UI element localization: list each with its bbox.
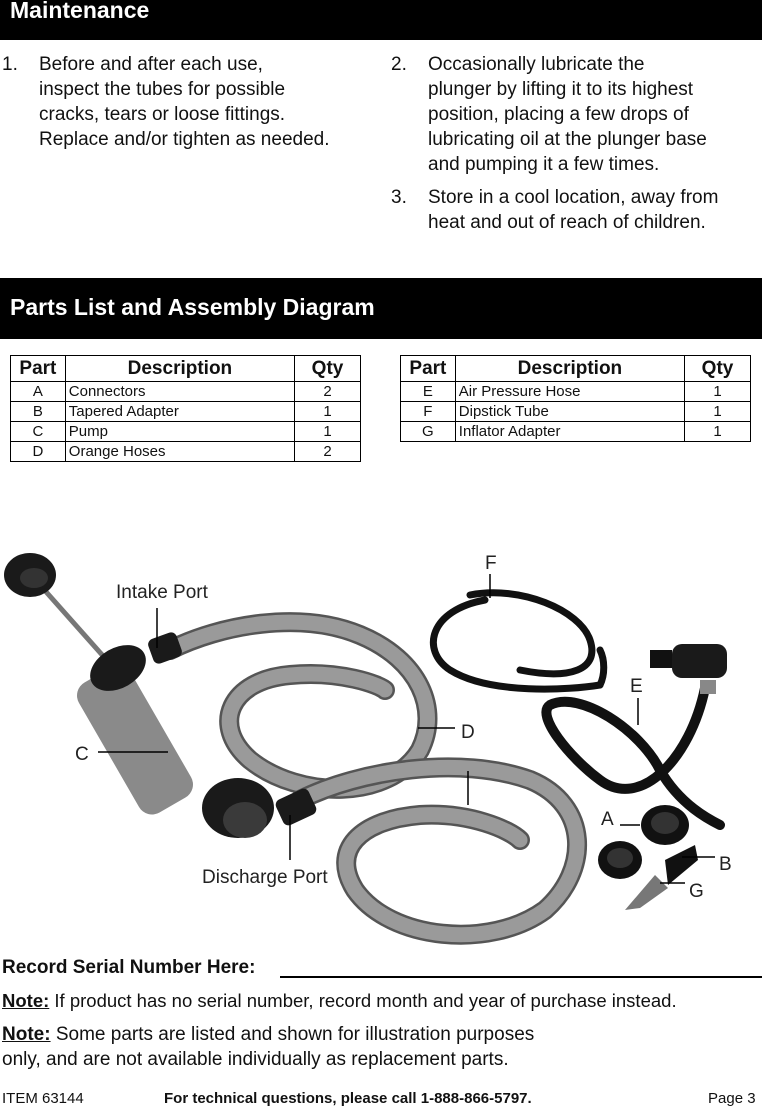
cell-qty: 2 [294,381,361,402]
cell-part: E [400,381,456,402]
cell-part: B [10,401,66,422]
table-row: G Inflator Adapter 1 [400,421,751,442]
table-header-row: Part Description Qty [400,355,751,382]
note-2-continued: only, and are not available individually… [2,1049,509,1070]
col-part: Part [400,355,456,382]
maintenance-header: Maintenance [0,0,762,40]
maintenance-title: Maintenance [10,0,150,23]
note-text: Some parts are listed and shown for illu… [50,1024,535,1045]
table-row: F Dipstick Tube 1 [400,401,751,422]
col-description: Description [64,355,296,382]
assembly-diagram: Intake Port C D F E A B G Discharge Port [4,553,732,945]
step-line: inspect the tubes for possible [39,79,286,100]
label-intake-port: Intake Port [116,582,209,603]
cell-description: Connectors [64,381,296,402]
cell-qty: 1 [294,421,361,442]
note-text: If product has no serial number, record … [49,990,677,1011]
cell-description: Pump [64,421,296,442]
table-row: E Air Pressure Hose 1 [400,381,751,402]
step-line: Store in a cool location, away from [428,187,719,208]
col-qty: Qty [294,355,361,382]
label-F: F [485,553,497,574]
cell-part: C [10,421,66,442]
step-line: Occasionally lubricate the [428,54,645,75]
step-line: position, placing a few drops of [428,104,689,125]
cell-qty: 1 [684,401,751,422]
parts-table-right: Part Description Qty E Air Pressure Hose… [400,355,751,442]
step-text: Store in a cool location, away from heat… [428,185,718,235]
table-row: C Pump 1 [10,421,361,442]
cell-part: D [10,441,66,462]
step-line: lubricating oil at the plunger base [428,129,707,150]
cell-description: Tapered Adapter [64,401,296,422]
label-E: E [630,676,643,697]
step-line: cracks, tears or loose fittings. [39,104,286,125]
cell-description: Orange Hoses [64,441,296,462]
serial-label: Record Serial Number Here: [2,957,256,978]
tapered-adapter [665,845,698,885]
orange-hose-lower [290,757,587,945]
cell-part: G [400,421,456,442]
label-A: A [601,809,614,830]
cell-qty: 2 [294,441,361,462]
label-discharge-port: Discharge Port [202,867,328,888]
pump [4,553,317,838]
step-number: 2. [391,54,407,75]
page-number: Page 3 [708,1090,756,1107]
note-2: Note: Some parts are listed and shown fo… [2,1024,534,1046]
step-number: 1. [2,54,18,75]
step-number: 3. [391,187,407,208]
tech-support-line: For technical questions, please call 1-8… [164,1090,532,1107]
step-line: Before and after each use, [39,54,263,75]
note-label: Note: [2,990,50,1011]
inflator-adapter [625,875,668,910]
label-G: G [689,881,704,902]
col-qty: Qty [684,355,751,382]
dipstick-tube [430,589,608,693]
table-row: A Connectors 2 [10,381,361,402]
parts-title: Parts List and Assembly Diagram [10,294,375,320]
air-pressure-hose [541,683,725,830]
parts-header: Parts List and Assembly Diagram [0,278,762,339]
cell-description: Inflator Adapter [454,421,686,442]
step-line: Replace and/or tighten as needed. [39,129,330,150]
table-row: B Tapered Adapter 1 [10,401,361,422]
step-line: and pumping it a few times. [428,154,660,175]
col-description: Description [454,355,686,382]
label-B: B [719,854,732,875]
cell-qty: 1 [684,421,751,442]
connectors [598,805,689,879]
cell-part: F [400,401,456,422]
cell-part: A [10,381,66,402]
note-label: Note: [2,1024,51,1045]
col-part: Part [10,355,66,382]
table-header-row: Part Description Qty [10,355,361,382]
step-line: heat and out of reach of children. [428,212,706,233]
serial-entry-line [280,976,762,978]
cell-qty: 1 [294,401,361,422]
step-text: Before and after each use, inspect the t… [39,52,330,152]
step-text: Occasionally lubricate the plunger by li… [428,52,707,177]
cell-description: Air Pressure Hose [454,381,686,402]
label-C: C [75,744,89,765]
note-1: Note: If product has no serial number, r… [2,990,677,1012]
label-D: D [461,722,475,743]
table-row: D Orange Hoses 2 [10,441,361,462]
leader-lines [98,574,715,884]
item-number: ITEM 63144 [2,1090,84,1107]
cell-qty: 1 [684,381,751,402]
inflator-chuck [650,644,727,694]
step-line: plunger by lifting it to its highest [428,79,694,100]
cell-description: Dipstick Tube [454,401,686,422]
parts-table-left: Part Description Qty A Connectors 2 B Ta… [10,355,361,462]
